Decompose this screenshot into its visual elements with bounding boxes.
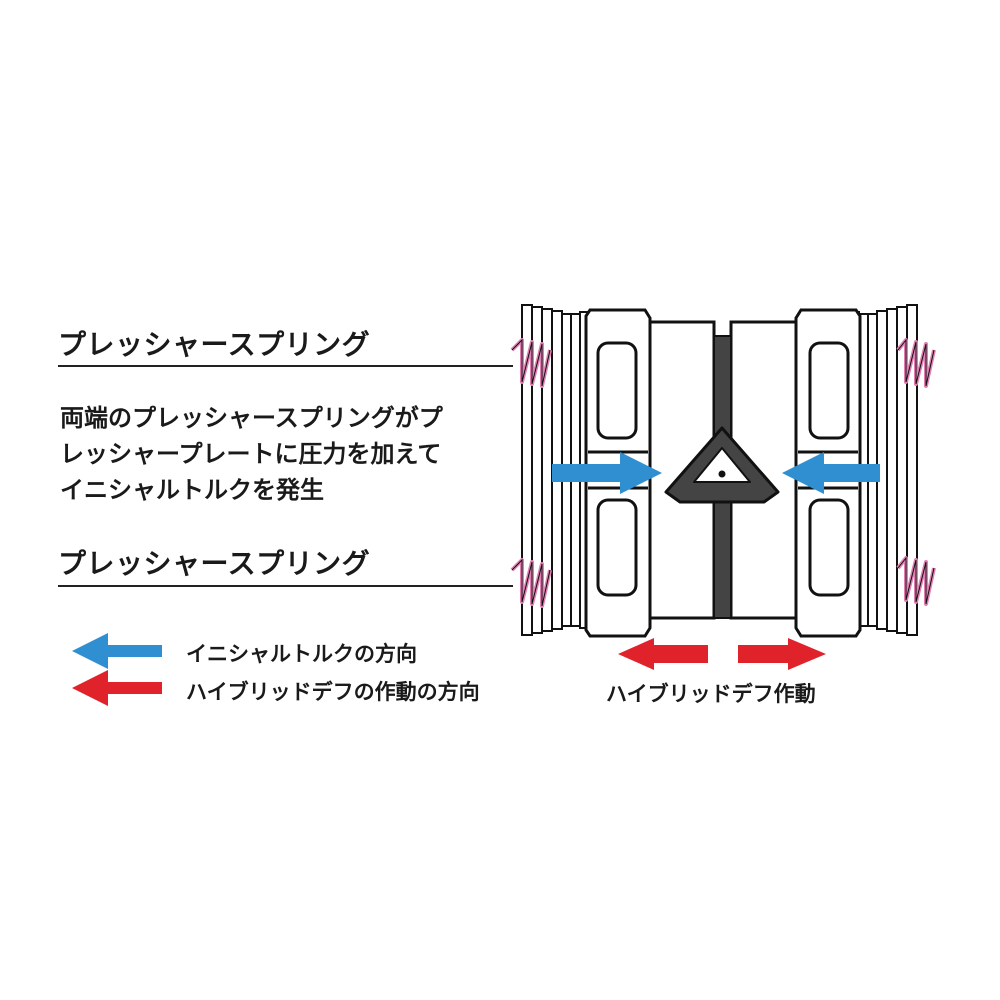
center-pinion <box>664 426 780 504</box>
description-line-3: イニシャルトルクを発生 <box>60 476 324 504</box>
leader-line-top <box>58 365 513 367</box>
legend-blue-arrow-icon <box>72 633 162 669</box>
blue-arrow-icon <box>552 452 880 494</box>
hybrid-diff-operation-label: ハイブリッドデフ作動 <box>606 682 816 706</box>
description-line-1: 両端のプレッシャースプリングがプ <box>60 404 443 432</box>
legend-initial-torque-text: イニシャルトルクの方向 <box>186 642 417 666</box>
description-line-2: レッシャープレートに圧力を加えて <box>60 440 442 468</box>
red-arrow-icon <box>618 638 826 670</box>
pressure-spring-label-top: プレッシャースプリング <box>58 328 371 361</box>
pressure-spring-label-bottom: プレッシャースプリング <box>58 547 371 580</box>
legend-red-arrow-icon <box>72 670 162 706</box>
legend-hybrid-diff-text: ハイブリッドデフの作動の方向 <box>186 680 480 704</box>
spring-outline <box>511 338 935 607</box>
leader-line-bottom <box>58 585 513 587</box>
